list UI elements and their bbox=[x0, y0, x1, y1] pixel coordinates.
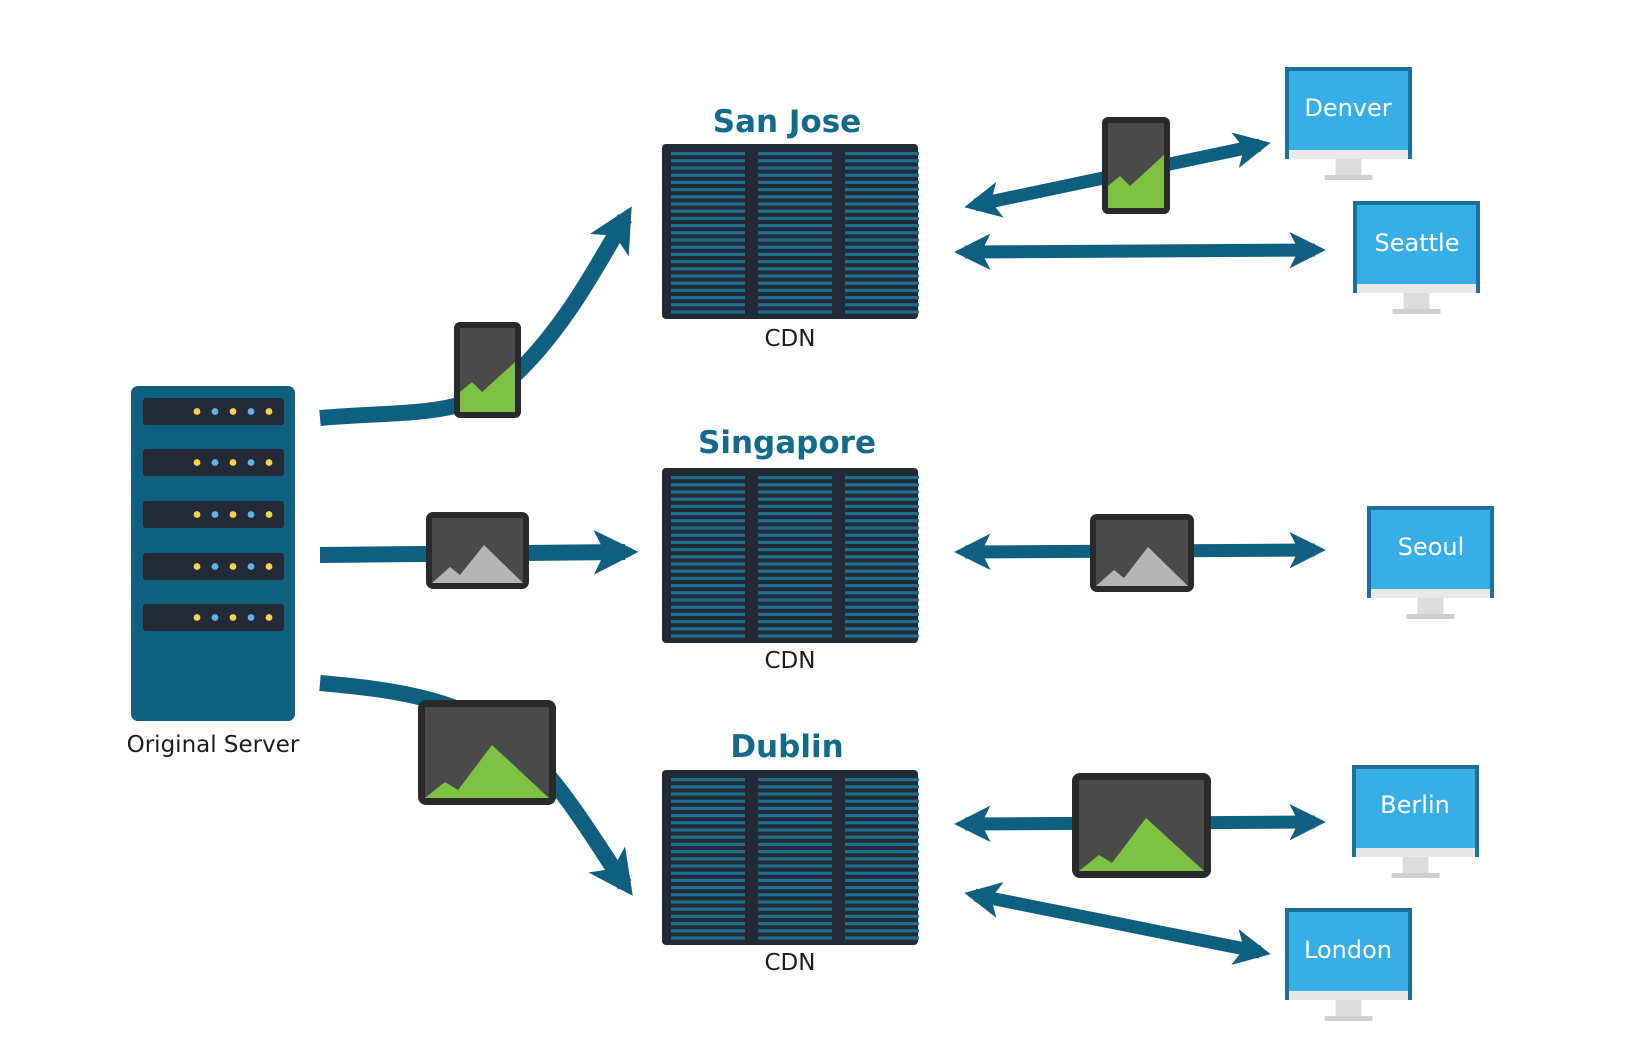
monitor-base bbox=[1392, 309, 1441, 314]
server-led bbox=[229, 614, 237, 621]
cdn-title-dublin: Dublin bbox=[730, 729, 843, 765]
monitor-neck bbox=[1402, 857, 1429, 873]
server-led bbox=[229, 563, 237, 570]
image-green-mountain-icon bbox=[454, 322, 521, 418]
monitor-chin bbox=[1289, 991, 1408, 1000]
monitor-neck bbox=[1417, 598, 1444, 614]
server-led bbox=[211, 408, 219, 415]
server-led bbox=[229, 459, 237, 466]
monitor-chin bbox=[1357, 284, 1476, 293]
monitor-neck bbox=[1335, 159, 1362, 175]
rack-column bbox=[671, 152, 745, 314]
monitor-screen bbox=[1356, 769, 1475, 848]
rack-column bbox=[845, 152, 919, 314]
server-led bbox=[193, 459, 201, 466]
rack-column bbox=[845, 778, 919, 940]
server-led bbox=[229, 408, 237, 415]
origin-server-icon bbox=[131, 386, 295, 721]
server-led bbox=[211, 614, 219, 621]
cdn-rack-dublin bbox=[662, 770, 919, 945]
image-green-mountain-icon bbox=[1102, 117, 1170, 214]
server-led bbox=[193, 614, 201, 621]
monitor-berlin-icon bbox=[1352, 765, 1479, 878]
san-jose-seattle-arrow bbox=[954, 231, 1326, 271]
server-led bbox=[193, 563, 201, 570]
monitor-denver-icon bbox=[1285, 67, 1412, 180]
rack-column bbox=[671, 476, 745, 638]
monitor-chin bbox=[1289, 150, 1408, 159]
dublin-london-arrow bbox=[964, 882, 1271, 965]
server-led bbox=[247, 511, 255, 518]
rack-column bbox=[758, 152, 832, 314]
server-led bbox=[265, 459, 273, 466]
monitor-screen bbox=[1289, 912, 1408, 991]
rack-column bbox=[758, 476, 832, 638]
cdn-rack-singapore bbox=[662, 468, 919, 643]
server-led bbox=[247, 563, 255, 570]
image-green-mountain-icon bbox=[418, 700, 556, 805]
monitor-london-icon bbox=[1285, 908, 1412, 1021]
cdn-title-singapore: Singapore bbox=[698, 425, 876, 461]
rack-column bbox=[758, 778, 832, 940]
client-label-berlin: Berlin bbox=[1380, 791, 1450, 819]
monitor-seattle-icon bbox=[1353, 201, 1480, 314]
cdn-rack-san-jose bbox=[662, 144, 919, 319]
server-led bbox=[229, 511, 237, 518]
monitor-screen bbox=[1371, 510, 1490, 589]
server-led bbox=[247, 408, 255, 415]
server-led bbox=[211, 563, 219, 570]
monitor-base bbox=[1324, 175, 1373, 180]
monitor-neck bbox=[1403, 293, 1430, 309]
cdn-label-san-jose: CDN bbox=[765, 326, 816, 352]
monitor-neck bbox=[1335, 1000, 1362, 1016]
origin-server-label: Original Server bbox=[127, 732, 300, 758]
server-led bbox=[247, 614, 255, 621]
monitor-screen bbox=[1357, 205, 1476, 284]
rack-column bbox=[845, 476, 919, 638]
server-led bbox=[265, 408, 273, 415]
server-led bbox=[265, 614, 273, 621]
cdn-label-singapore: CDN bbox=[765, 648, 816, 674]
server-led bbox=[193, 408, 201, 415]
image-green-mountain-icon bbox=[1072, 773, 1211, 878]
monitor-chin bbox=[1371, 589, 1490, 598]
cdn-title-san-jose: San Jose bbox=[713, 104, 861, 140]
server-led bbox=[211, 511, 219, 518]
monitor-base bbox=[1406, 614, 1455, 619]
client-label-denver: Denver bbox=[1304, 94, 1391, 122]
server-led bbox=[211, 459, 219, 466]
client-label-london: London bbox=[1304, 936, 1392, 964]
cdn-label-dublin: CDN bbox=[765, 950, 816, 976]
image-gray-mountain-icon bbox=[426, 512, 529, 589]
monitor-screen bbox=[1289, 71, 1408, 150]
client-label-seoul: Seoul bbox=[1398, 533, 1465, 561]
monitor-chin bbox=[1356, 848, 1475, 857]
monitor-base bbox=[1391, 873, 1440, 878]
image-gray-mountain-icon bbox=[1090, 514, 1194, 592]
monitor-seoul-icon bbox=[1367, 506, 1494, 619]
monitor-base bbox=[1324, 1016, 1373, 1021]
client-label-seattle: Seattle bbox=[1375, 229, 1460, 257]
server-led bbox=[265, 563, 273, 570]
server-led bbox=[193, 511, 201, 518]
rack-column bbox=[671, 778, 745, 940]
server-led bbox=[265, 511, 273, 518]
server-led bbox=[247, 459, 255, 466]
